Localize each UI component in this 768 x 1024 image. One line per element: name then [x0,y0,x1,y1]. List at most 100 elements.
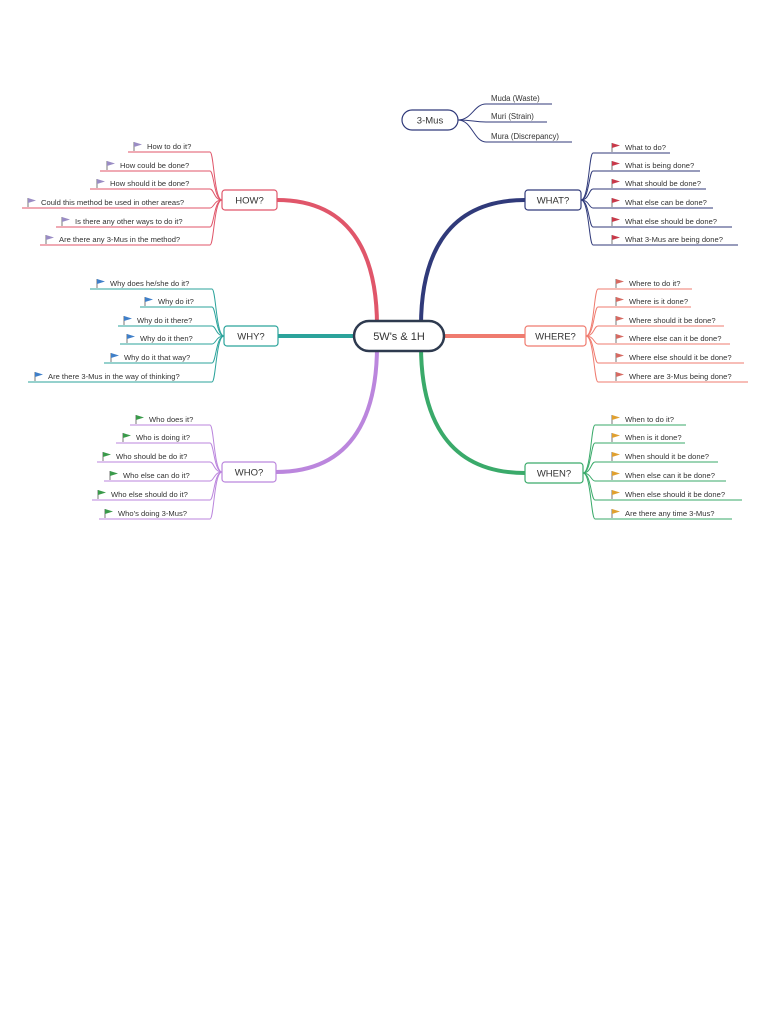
why-branch-node[interactable] [223,325,279,347]
flag-icon [96,179,105,188]
when-item-connector [582,424,596,474]
flag-icon [106,161,115,170]
why-item-label[interactable]: Why do it? [158,297,194,306]
where-branch-node[interactable] [524,325,587,347]
when-item-label[interactable]: When should it be done? [625,452,709,461]
when-item-label[interactable]: When to do it? [625,415,674,424]
how-branch-node[interactable] [221,189,278,211]
flag-icon [611,217,620,226]
floating-topic-3mus[interactable] [401,109,459,131]
flag-icon [611,161,620,170]
who-item-connector [209,471,223,520]
where-item-connector [585,288,599,337]
who-item-connector [209,442,223,473]
flag-icon [615,297,624,306]
when-main-connector [419,344,527,475]
central-topic[interactable] [352,319,446,353]
who-item-label[interactable]: Who does it? [149,415,193,424]
what-item-label[interactable]: What else should be done? [625,217,717,226]
where-item-label[interactable]: Where else can it be done? [629,334,721,343]
flag-icon [123,316,132,325]
where-item-label[interactable]: Where are 3-Mus being done? [629,372,732,381]
when-item-label[interactable]: Are there any time 3-Mus? [625,509,714,518]
what-item-label[interactable]: What is being done? [625,161,694,170]
flag-icon [102,452,111,461]
what-item-label[interactable]: What else can be done? [625,198,707,207]
flag-icon [615,334,624,343]
floating-item-connector [457,119,487,143]
where-item-label[interactable]: Where should it be done? [629,316,716,325]
why-item-label[interactable]: Why does he/she do it? [110,279,189,288]
when-item-connector [582,442,596,474]
who-item-label[interactable]: Who should be do it? [116,452,187,461]
flag-icon [122,433,131,442]
what-item-connector [580,152,594,201]
flag-icon [45,235,54,244]
what-item-label[interactable]: What 3-Mus are being done? [625,235,723,244]
how-item-label[interactable]: Could this method be used in other areas… [41,198,184,207]
what-item-label[interactable]: What should be done? [625,179,701,188]
when-branch-label: WHEN? [537,469,571,480]
flag-icon [615,353,624,362]
where-item-connector [585,335,599,383]
how-item-connector [209,199,223,246]
floating-item-label[interactable]: Muda (Waste) [491,94,540,103]
how-branch-label: HOW? [235,196,264,207]
where-item-label[interactable]: Where is it done? [629,297,688,306]
how-item-label[interactable]: Are there any 3-Mus in the method? [59,235,180,244]
flag-icon [135,415,144,424]
flag-icon [110,353,119,362]
when-item-label[interactable]: When else can it be done? [625,471,715,480]
how-item-label[interactable]: Is there any other ways to do it? [75,217,183,226]
how-main-connector [275,198,379,328]
flag-icon [611,490,620,499]
flag-icon [126,334,135,343]
flag-icon [611,235,620,244]
flag-icon [611,509,620,518]
how-item-label[interactable]: How could be done? [120,161,189,170]
floating-item-label[interactable]: Mura (Discrepancy) [491,132,559,141]
who-item-label[interactable]: Who's doing 3-Mus? [118,509,187,518]
when-item-label[interactable]: When else should it be done? [625,490,725,499]
flag-icon [611,433,620,442]
what-main-connector [419,198,527,328]
flag-icon [34,372,43,381]
who-branch-node[interactable] [221,461,277,483]
why-item-label[interactable]: Why do it there? [137,316,192,325]
why-item-label[interactable]: Why do it that way? [124,353,190,362]
who-item-label[interactable]: Who else can do it? [123,471,190,480]
how-item-connector [209,170,223,201]
who-item-connector [209,424,223,473]
where-item-label[interactable]: Where else should it be done? [629,353,732,362]
what-item-label[interactable]: What to do? [625,143,666,152]
what-item-connector [580,199,594,246]
flag-icon [611,179,620,188]
what-branch-node[interactable] [524,189,582,211]
when-branch-node[interactable] [524,462,584,484]
who-branch-label: WHO? [235,468,264,479]
when-item-label[interactable]: When is it done? [625,433,682,442]
where-branch-label: WHERE? [535,332,576,343]
where-item-connector [585,306,599,337]
how-item-label[interactable]: How to do it? [147,142,191,151]
why-item-label[interactable]: Are there 3-Mus in the way of thinking? [48,372,180,381]
what-branch-label: WHAT? [537,196,570,207]
flag-icon [61,217,70,226]
how-item-label[interactable]: How should it be done? [110,179,189,188]
floating-item-label[interactable]: Muri (Strain) [491,112,534,121]
flag-icon [104,509,113,518]
where-item-label[interactable]: Where to do it? [629,279,681,288]
who-main-connector [274,344,379,474]
floating-item-connector [457,103,487,121]
flag-icon [615,372,624,381]
flag-icon [133,142,142,151]
how-item-connector [209,151,223,201]
flag-icon [96,279,105,288]
why-item-label[interactable]: Why do it then? [140,334,193,343]
who-item-label[interactable]: Who is doing it? [136,433,190,442]
connector-layer [22,103,748,520]
who-item-label[interactable]: Who else should do it? [111,490,188,499]
flag-icon [144,297,153,306]
